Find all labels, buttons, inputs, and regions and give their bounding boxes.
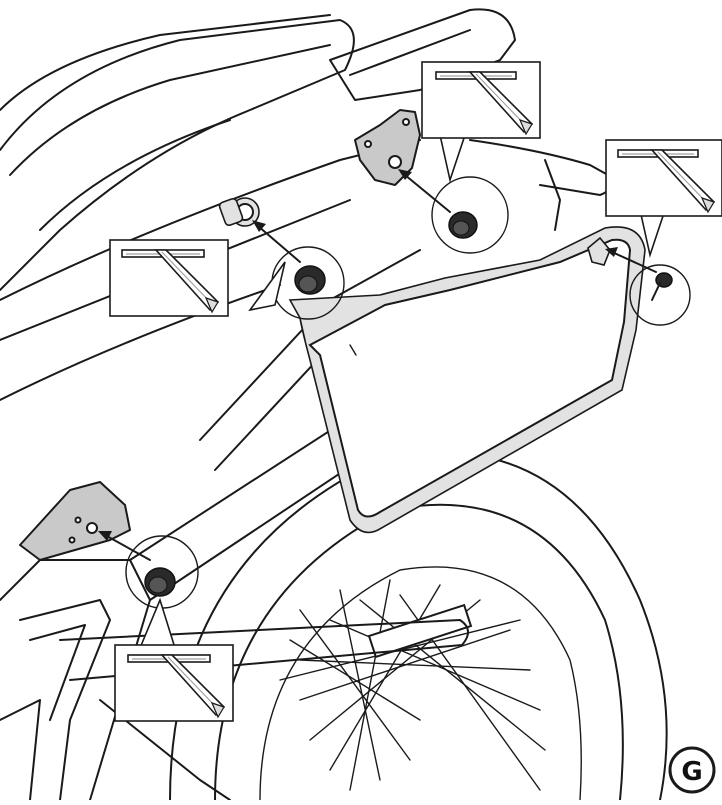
arrowhead-icon (98, 531, 112, 541)
step-letter: G (681, 757, 702, 787)
arrowhead-icon (252, 220, 266, 232)
callout-bottom-left (114, 644, 234, 722)
upper-front-grommet (271, 246, 345, 320)
rear-wheel (169, 451, 668, 801)
rear-clip-icon (587, 236, 611, 266)
wheel-spokes (279, 579, 546, 791)
allen-key-icon (435, 71, 534, 136)
lower-plate-hole (86, 522, 98, 534)
step-badge: G (668, 746, 716, 794)
allen-key-icon (127, 654, 226, 719)
arrowhead-icon (398, 169, 412, 180)
upper-mounting-plate (354, 109, 421, 186)
callout-pointers (138, 134, 667, 649)
rear-bolt (587, 236, 691, 326)
passenger-footpeg-bracket (0, 559, 151, 801)
motorcycle-seat (0, 14, 355, 291)
upper-plate-hole (388, 155, 402, 169)
callout-mid-left (109, 239, 229, 317)
swing-arm (59, 619, 469, 801)
allen-key-icon (617, 149, 716, 214)
allen-key-icon (121, 249, 220, 314)
arrow-line (404, 174, 451, 213)
arrow-line (257, 225, 301, 263)
callout-top-right (605, 139, 722, 217)
tail-cowl (0, 8, 516, 401)
assembly-arrows (98, 169, 657, 561)
arrowhead-icon (605, 247, 618, 257)
upper-rear-spacer-group (218, 197, 260, 227)
upper-rear-grommet (431, 176, 509, 254)
arrow-line (611, 251, 657, 273)
pannier-side-frame (288, 226, 646, 534)
arrow-line (104, 534, 151, 561)
callout-top-center (421, 61, 541, 139)
